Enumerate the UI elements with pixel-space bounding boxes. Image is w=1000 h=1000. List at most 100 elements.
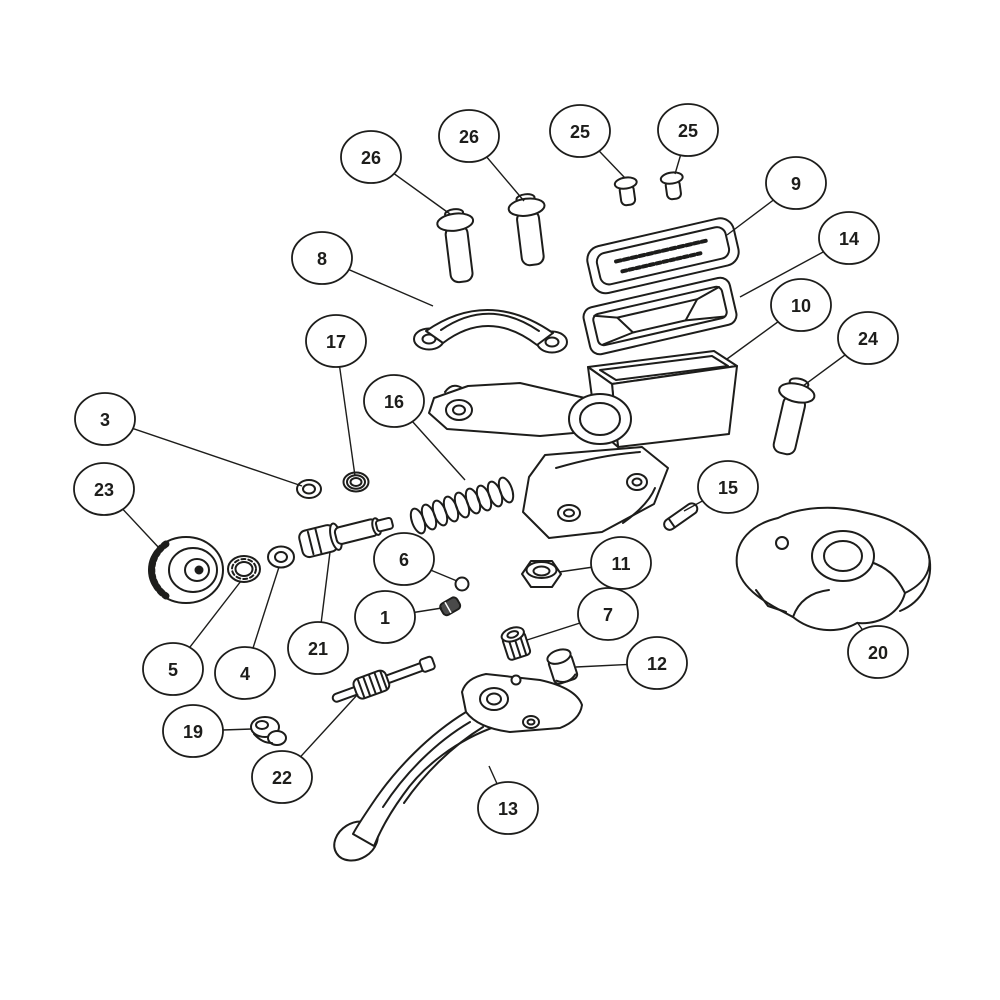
callout-balloon <box>770 278 832 332</box>
part-ball-6 <box>454 576 470 592</box>
callout-balloon <box>162 704 224 758</box>
callout-4-18: 4 <box>214 646 276 700</box>
callout-balloon <box>373 532 435 586</box>
callout-balloon <box>577 587 639 641</box>
callout-number: 21 <box>308 639 328 659</box>
callout-balloon <box>251 750 313 804</box>
part-spline-ring-5 <box>227 555 261 583</box>
part-bushing-7 <box>500 626 532 661</box>
callout-balloon <box>590 536 652 590</box>
part-handlebar-clamp-8 <box>413 309 568 354</box>
callout-number: 1 <box>380 608 390 628</box>
callout-leader-3-11 <box>104 418 303 487</box>
callout-balloon <box>847 625 909 679</box>
callout-balloon <box>305 314 367 368</box>
callout-balloon <box>354 590 416 644</box>
callout-number: 24 <box>858 329 878 349</box>
part-hex-nut-11 <box>521 560 562 588</box>
part-spring-16 <box>409 476 515 535</box>
part-bolt-24 <box>772 377 816 456</box>
part-bolt-26-right <box>507 193 546 267</box>
callout-1-16: 1 <box>354 590 416 644</box>
part-adjuster-knob-23 <box>148 536 224 604</box>
part-bolt-26-left <box>436 208 475 284</box>
callout-balloon <box>214 646 276 700</box>
callout-number: 5 <box>168 660 178 680</box>
callout-14-5: 14 <box>818 211 880 265</box>
part-pushrod-22 <box>331 655 436 703</box>
callout-number: 19 <box>183 722 203 742</box>
callout-balloon <box>765 156 827 210</box>
callout-19-23: 19 <box>162 704 224 758</box>
callout-13-25: 13 <box>477 781 539 835</box>
callout-balloon <box>73 462 135 516</box>
callout-number: 20 <box>868 643 888 663</box>
callout-number: 14 <box>839 229 859 249</box>
callout-balloon <box>697 460 759 514</box>
callout-number: 25 <box>570 122 590 142</box>
callout-26-0: 26 <box>340 130 402 184</box>
part-washer-3 <box>296 479 322 499</box>
callout-number: 26 <box>361 148 381 168</box>
part-bushing-12 <box>546 648 579 685</box>
callout-balloon <box>142 642 204 696</box>
part-clip-19 <box>250 716 287 746</box>
callout-number: 22 <box>272 768 292 788</box>
callout-16-10: 16 <box>363 374 425 428</box>
callout-balloon <box>74 392 136 446</box>
part-lever-guard-20 <box>735 506 932 632</box>
callout-number: 23 <box>94 480 114 500</box>
callout-number: 15 <box>718 478 738 498</box>
callout-number: 7 <box>603 605 613 625</box>
callout-number: 4 <box>240 664 250 684</box>
callout-number: 6 <box>399 550 409 570</box>
callout-balloon <box>657 103 719 157</box>
part-reservoir-cap-9 <box>586 217 740 295</box>
callout-11-15: 11 <box>590 536 652 590</box>
callout-24-8: 24 <box>837 311 899 365</box>
callout-9-4: 9 <box>765 156 827 210</box>
callout-number: 9 <box>791 174 801 194</box>
callout-balloon <box>291 231 353 285</box>
part-master-cylinder-body-10 <box>428 350 738 539</box>
part-pin-15 <box>663 502 699 531</box>
callout-number: 12 <box>647 654 667 674</box>
callout-balloon <box>549 104 611 158</box>
callout-balloon <box>818 211 880 265</box>
callout-number: 3 <box>100 410 110 430</box>
callout-22-24: 22 <box>251 750 313 804</box>
callout-5-17: 5 <box>142 642 204 696</box>
part-set-screw-1 <box>439 596 462 617</box>
callout-number: 25 <box>678 121 698 141</box>
callout-20-22: 20 <box>847 625 909 679</box>
part-brake-lever-13 <box>333 673 583 862</box>
callout-25-2: 25 <box>549 104 611 158</box>
part-washer-4 <box>267 545 295 569</box>
callout-balloon <box>626 636 688 690</box>
callout-number: 16 <box>384 392 404 412</box>
part-flange-nut-17 <box>342 471 370 493</box>
callout-7-20: 7 <box>577 587 639 641</box>
callout-15-13: 15 <box>697 460 759 514</box>
callout-balloon <box>837 311 899 365</box>
callout-number: 17 <box>326 332 346 352</box>
part-screw-25-right <box>659 171 684 201</box>
part-screw-25-left <box>613 176 638 207</box>
callout-26-1: 26 <box>438 109 500 163</box>
callout-number: 26 <box>459 127 479 147</box>
callout-8-6: 8 <box>291 231 353 285</box>
callout-number: 8 <box>317 249 327 269</box>
callout-balloon <box>340 130 402 184</box>
callout-number: 11 <box>611 554 630 574</box>
callout-23-12: 23 <box>73 462 135 516</box>
part-diaphragm-14 <box>582 276 738 356</box>
callout-6-14: 6 <box>373 532 435 586</box>
callout-balloon <box>477 781 539 835</box>
callout-12-21: 12 <box>626 636 688 690</box>
callout-balloon <box>287 621 349 675</box>
callout-25-3: 25 <box>657 103 719 157</box>
part-piston-21 <box>298 516 394 559</box>
